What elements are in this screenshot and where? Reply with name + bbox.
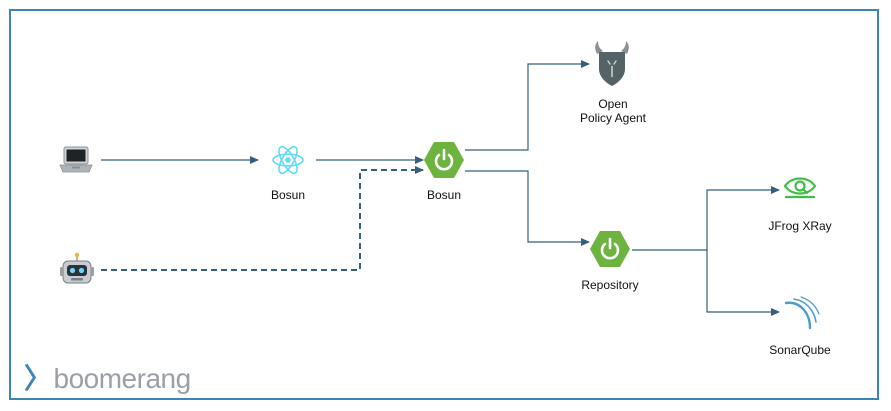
opa-label: Open Policy Agent — [579, 97, 647, 125]
sonarqube-label: SonarQube — [769, 343, 831, 357]
bosun-service-label: Bosun — [426, 188, 462, 202]
edge-bosun-service-to-opa — [465, 60, 590, 151]
diagram-frame — [9, 9, 879, 400]
sonar-waves-icon — [784, 296, 820, 330]
boomerang-mark-icon: 〉 — [24, 363, 52, 394]
xray-eye-icon — [783, 177, 817, 199]
edge-repository-to-jfrog — [632, 186, 780, 251]
repository-label: Repository — [581, 278, 639, 292]
boomerang-logo-text: boomerang — [53, 363, 192, 394]
robot-icon — [60, 252, 94, 284]
boomerang-logo: 〉boomerang — [24, 364, 191, 394]
edge-bosun-service-to-repository — [465, 170, 590, 246]
edge-repository-to-sonarqube — [706, 250, 780, 316]
bosun-ui-label: Bosun — [270, 188, 306, 202]
bosun-service-spring-icon — [424, 142, 464, 178]
repository-spring-icon — [590, 231, 630, 267]
opa-viking-icon — [595, 41, 629, 86]
edge-robot-to-bosun-service — [101, 166, 424, 271]
react-icon — [272, 145, 304, 175]
laptop-icon — [59, 146, 93, 173]
jfrog-label: JFrog XRay — [768, 219, 832, 233]
